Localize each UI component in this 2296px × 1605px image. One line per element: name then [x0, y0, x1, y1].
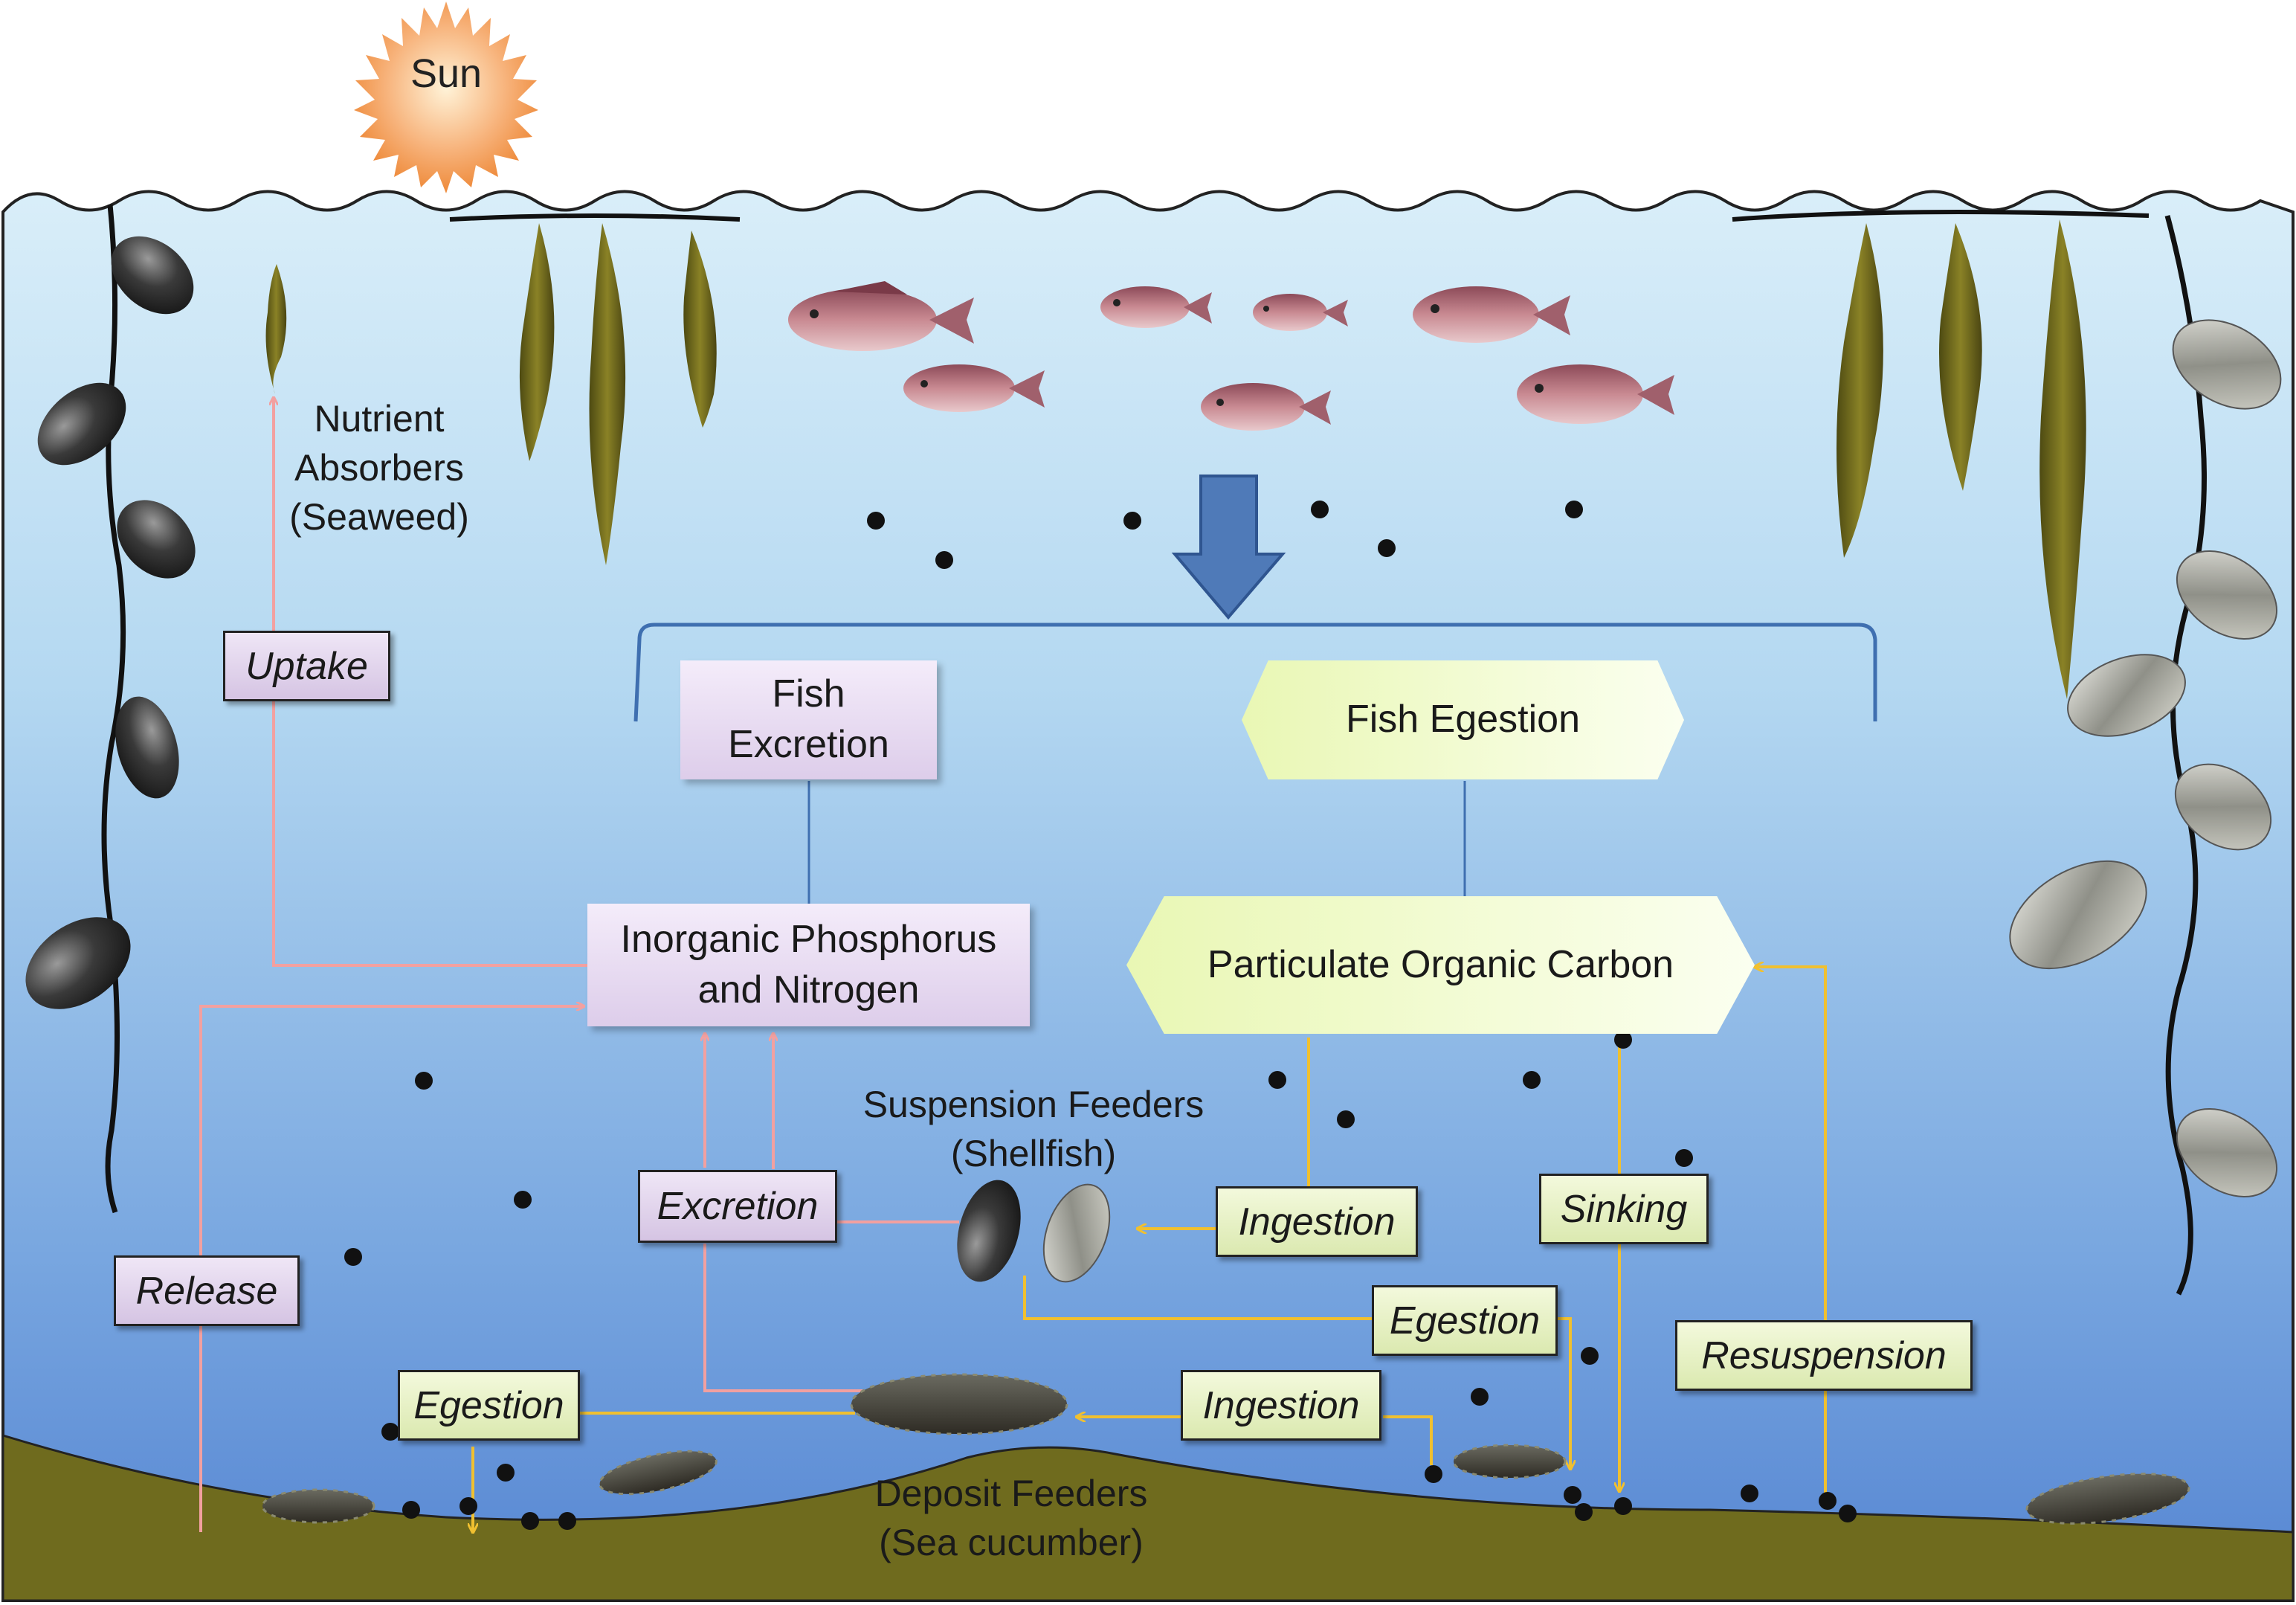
resuspension-tag: Resuspension — [1675, 1320, 1973, 1391]
excretion-tag: Excretion — [638, 1170, 837, 1243]
fish-excretion-box: Fish Excretion — [680, 660, 937, 779]
water-body — [1, 190, 2295, 1602]
oyster-icon — [2009, 319, 2282, 1197]
nutrient-flow-arrows — [199, 398, 959, 1532]
egestion-left-tag: Egestion — [398, 1370, 580, 1441]
ingestion-shellfish-tag: Ingestion — [1216, 1186, 1418, 1257]
sinking-tag: Sinking — [1539, 1174, 1709, 1244]
sediment-floor — [1, 1433, 2295, 1602]
ingestion-cucumber-tag: Ingestion — [1181, 1370, 1381, 1441]
egestion-right-tag: Egestion — [1372, 1285, 1558, 1356]
fish-egestion-box: Fish Egestion — [1242, 660, 1684, 779]
mussel-icon — [25, 236, 196, 1009]
bracket-line — [633, 623, 1877, 722]
sea-cucumber-icon — [261, 1373, 2190, 1525]
sun-icon — [354, 1, 538, 193]
down-arrow-icon — [1171, 475, 1286, 620]
particulate-organic-carbon-box: Particulate Organic Carbon — [1126, 896, 1755, 1034]
uptake-tag: Uptake — [223, 631, 390, 701]
release-tag: Release — [114, 1255, 300, 1326]
seaweed-icon — [265, 219, 2086, 699]
fish-icon — [788, 281, 1674, 431]
nutrient-absorbers-label: Nutrient Absorbers (Seaweed) — [289, 398, 469, 538]
particle-icon — [344, 501, 1857, 1530]
shellfish-icon — [957, 1180, 1111, 1283]
sun-label: Sun — [410, 51, 483, 96]
inorganic-nutrients-box: Inorganic Phosphorus and Nitrogen — [587, 904, 1030, 1026]
suspension-feeders-label: Suspension Feeders (Shellfish) — [862, 1084, 1205, 1174]
deposit-feeders-label: Deposit Feeders (Sea cucumber) — [874, 1473, 1148, 1563]
